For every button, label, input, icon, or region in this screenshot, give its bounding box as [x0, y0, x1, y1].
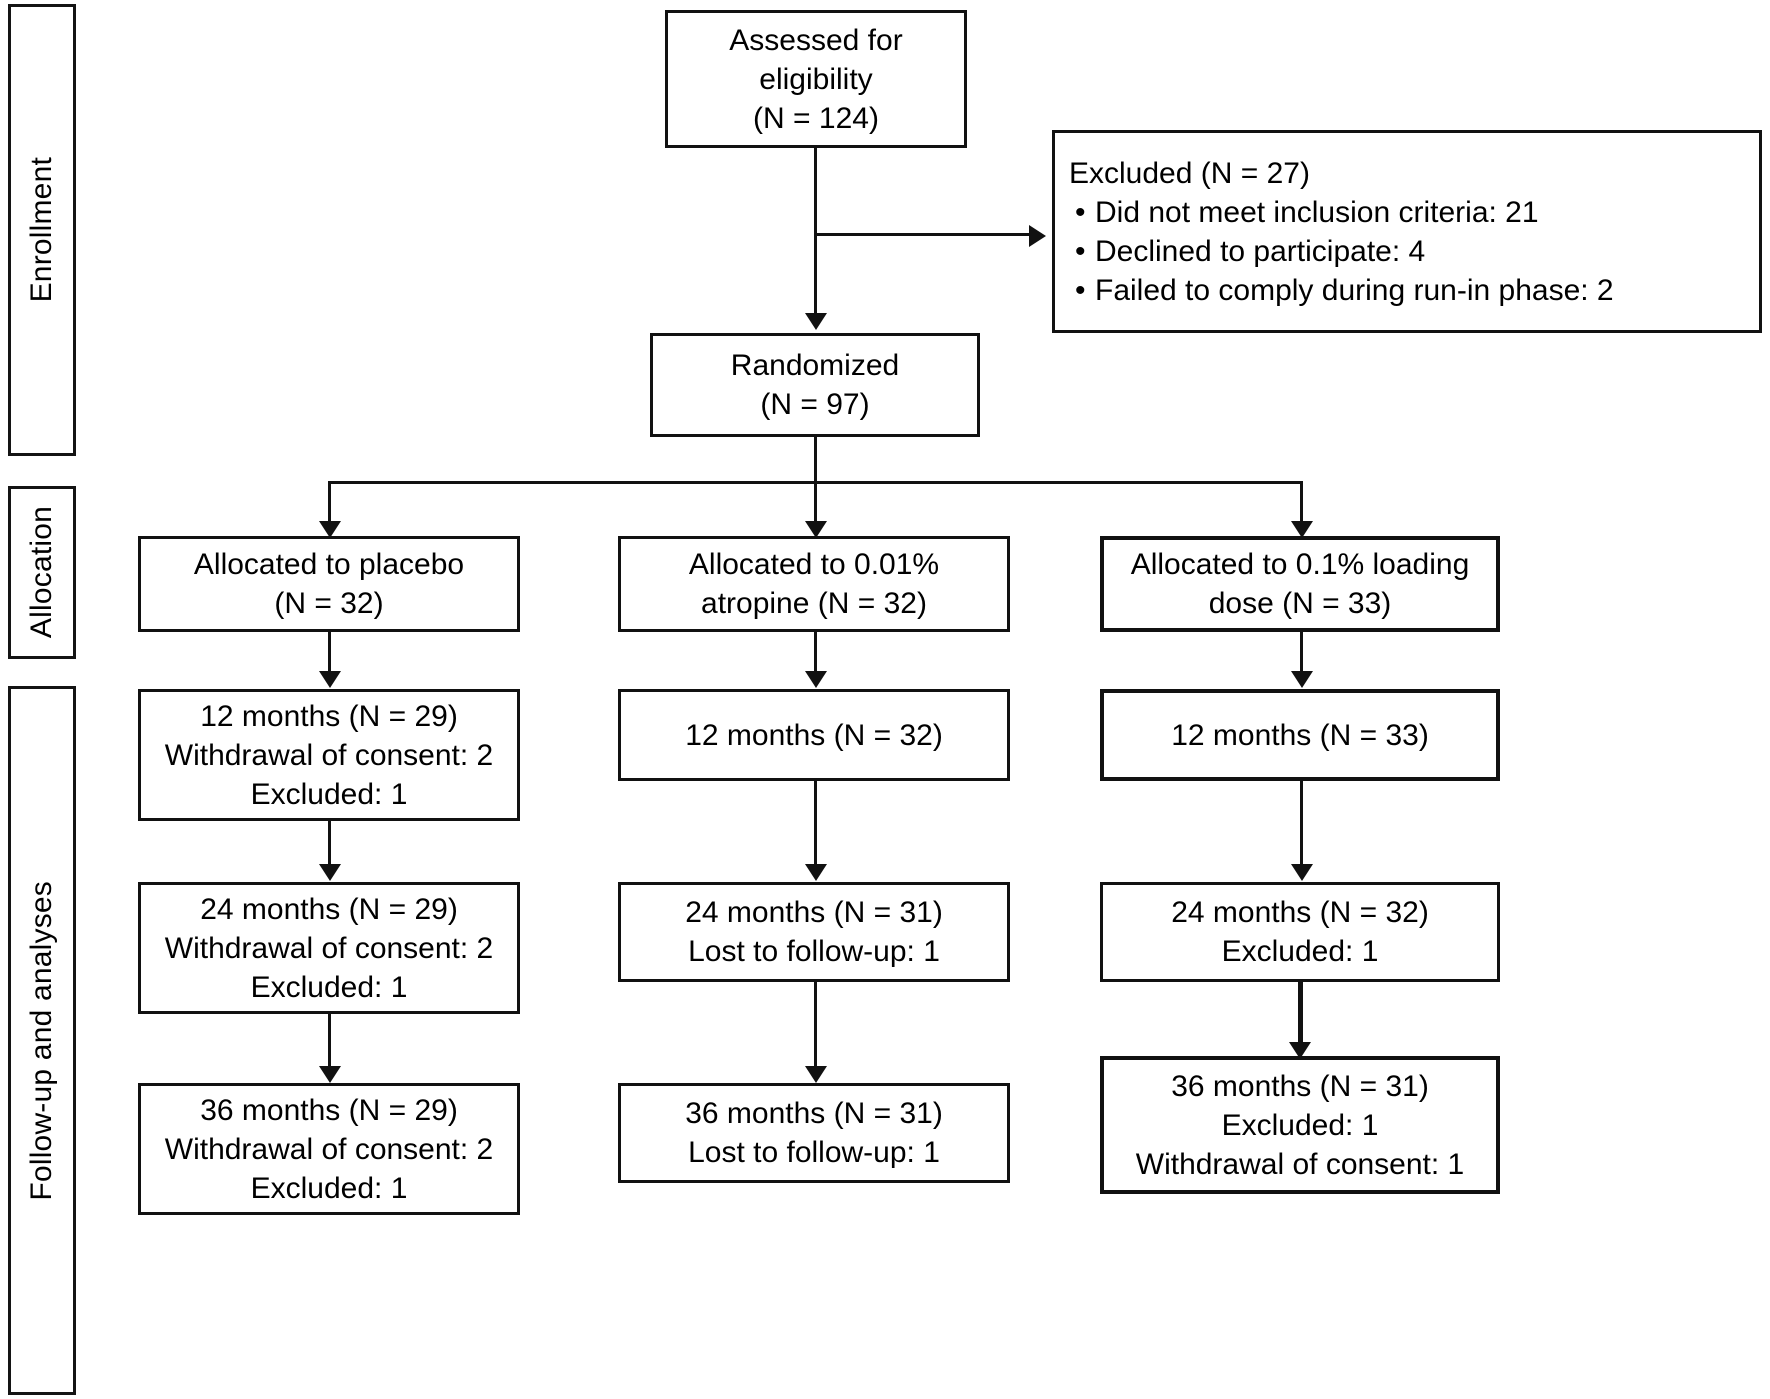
randomized-line-1: Randomized: [730, 349, 900, 382]
allocation-atropine-001-line-2: atropine (N = 32): [701, 587, 927, 620]
arrow-split-to-arm-3: [1291, 521, 1313, 538]
box-placebo-24-months: 24 months (N = 29) Withdrawal of consent…: [138, 882, 520, 1014]
connector-placebo-alloc-to-m12: [328, 632, 331, 673]
arrow-loading-m24-to-m36: [1289, 1042, 1311, 1059]
phase-allocation-label: Allocation: [25, 506, 58, 639]
connector-randomized-stem: [814, 437, 817, 483]
phase-allocation: Allocation: [8, 486, 76, 659]
arrow-to-excluded: [1029, 225, 1046, 247]
placebo-m24-line-2: Withdrawal of consent: 2: [164, 931, 494, 965]
connector-split-to-arm-1: [328, 481, 331, 523]
connector-loading-m24-to-m36: [1298, 982, 1303, 1054]
box-atropine-001-36-months: 36 months (N = 31) Lost to follow-up: 1: [618, 1083, 1010, 1183]
excluded-reason-list: Did not meet inclusion criteria: 21 Decl…: [1069, 193, 1614, 310]
connector-placebo-m12-to-m24: [328, 821, 331, 866]
phase-followup: Follow-up and analyses: [8, 686, 76, 1395]
placebo-m12-line-1: 12 months (N = 29): [200, 699, 458, 733]
allocation-atropine-001-line-1: Allocated to 0.01%: [688, 548, 940, 581]
phase-followup-label: Follow-up and analyses: [25, 880, 58, 1201]
connector-atropine-alloc-to-m12: [814, 632, 817, 673]
arrow-placebo-m24-to-m36: [319, 1066, 341, 1083]
atropine-001-m36-line-2: Lost to follow-up: 1: [688, 1136, 940, 1169]
excluded-reason-item: Failed to comply during run-in phase: 2: [1075, 271, 1614, 310]
arrow-loading-m12-to-m24: [1291, 864, 1313, 881]
connector-atropine-m12-to-m24: [814, 781, 817, 866]
arrow-atropine-alloc-to-m12: [805, 671, 827, 688]
phase-enrollment: Enrollment: [8, 4, 76, 456]
assessed-line-2: eligibility: [759, 62, 873, 96]
box-atropine-001-24-months: 24 months (N = 31) Lost to follow-up: 1: [618, 882, 1010, 982]
connector-atropine-m24-to-m36: [814, 982, 817, 1068]
box-allocation-loading-01: Allocated to 0.1% loading dose (N = 33): [1100, 536, 1500, 632]
placebo-m12-line-2: Withdrawal of consent: 2: [164, 738, 494, 772]
atropine-001-m24-line-2: Lost to follow-up: 1: [688, 935, 940, 968]
box-assessed-for-eligibility: Assessed for eligibility (N = 124): [665, 10, 967, 148]
arrow-loading-alloc-to-m12: [1291, 671, 1313, 688]
allocation-loading-01-line-2: dose (N = 33): [1208, 587, 1392, 620]
connector-to-excluded: [814, 233, 1029, 236]
allocation-placebo-line-2: (N = 32): [274, 587, 384, 620]
loading-01-m36-line-1: 36 months (N = 31): [1171, 1069, 1429, 1103]
excluded-reason-item: Declined to participate: 4: [1075, 232, 1614, 271]
atropine-001-m12-line-1: 12 months (N = 32): [685, 718, 943, 752]
atropine-001-m24-line-1: 24 months (N = 31): [685, 896, 943, 929]
placebo-m12-line-3: Excluded: 1: [250, 777, 408, 811]
box-allocation-placebo: Allocated to placebo (N = 32): [138, 536, 520, 632]
box-allocation-atropine-001: Allocated to 0.01% atropine (N = 32): [618, 536, 1010, 632]
assessed-line-1: Assessed for: [729, 23, 903, 57]
loading-01-m24-line-2: Excluded: 1: [1221, 935, 1379, 968]
placebo-m36-line-1: 36 months (N = 29): [200, 1093, 458, 1127]
loading-01-m36-line-3: Withdrawal of consent: 1: [1135, 1147, 1465, 1181]
allocation-placebo-line-1: Allocated to placebo: [193, 548, 465, 581]
arrow-atropine-m24-to-m36: [805, 1066, 827, 1083]
box-loading-01-36-months: 36 months (N = 31) Excluded: 1 Withdrawa…: [1100, 1056, 1500, 1194]
connector-split-to-arm-2: [814, 481, 817, 523]
loading-01-m36-line-2: Excluded: 1: [1221, 1108, 1379, 1142]
randomized-line-2: (N = 97): [760, 388, 870, 421]
connector-split-to-arm-3: [1300, 481, 1303, 523]
placebo-m36-line-3: Excluded: 1: [250, 1171, 408, 1205]
box-placebo-36-months: 36 months (N = 29) Withdrawal of consent…: [138, 1083, 520, 1215]
assessed-line-3: (N = 124): [753, 101, 879, 135]
connector-placebo-m24-to-m36: [328, 1014, 331, 1068]
arrow-placebo-m12-to-m24: [319, 864, 341, 881]
connector-assessed-to-randomized: [814, 148, 817, 315]
excluded-reason-item: Did not meet inclusion criteria: 21: [1075, 193, 1614, 232]
arrow-assessed-to-randomized: [805, 313, 827, 330]
atropine-001-m36-line-1: 36 months (N = 31): [685, 1097, 943, 1130]
arrow-placebo-alloc-to-m12: [319, 671, 341, 688]
allocation-loading-01-line-1: Allocated to 0.1% loading: [1130, 548, 1470, 581]
box-placebo-12-months: 12 months (N = 29) Withdrawal of consent…: [138, 689, 520, 821]
placebo-m36-line-2: Withdrawal of consent: 2: [164, 1132, 494, 1166]
box-randomized: Randomized (N = 97): [650, 333, 980, 437]
loading-01-m12-line-1: 12 months (N = 33): [1171, 718, 1429, 752]
placebo-m24-line-1: 24 months (N = 29): [200, 892, 458, 926]
box-excluded: Excluded (N = 27) Did not meet inclusion…: [1052, 130, 1762, 333]
arrow-split-to-arm-1: [319, 521, 341, 538]
phase-enrollment-label: Enrollment: [25, 157, 58, 303]
arrow-split-to-arm-2: [805, 521, 827, 538]
excluded-title: Excluded (N = 27): [1069, 156, 1310, 190]
box-atropine-001-12-months: 12 months (N = 32): [618, 689, 1010, 781]
box-loading-01-12-months: 12 months (N = 33): [1100, 689, 1500, 781]
box-loading-01-24-months: 24 months (N = 32) Excluded: 1: [1100, 882, 1500, 982]
connector-loading-alloc-to-m12: [1300, 632, 1303, 673]
connector-loading-m12-to-m24: [1300, 781, 1303, 866]
loading-01-m24-line-1: 24 months (N = 32): [1171, 896, 1429, 929]
placebo-m24-line-3: Excluded: 1: [250, 970, 408, 1004]
arrow-atropine-m12-to-m24: [805, 864, 827, 881]
